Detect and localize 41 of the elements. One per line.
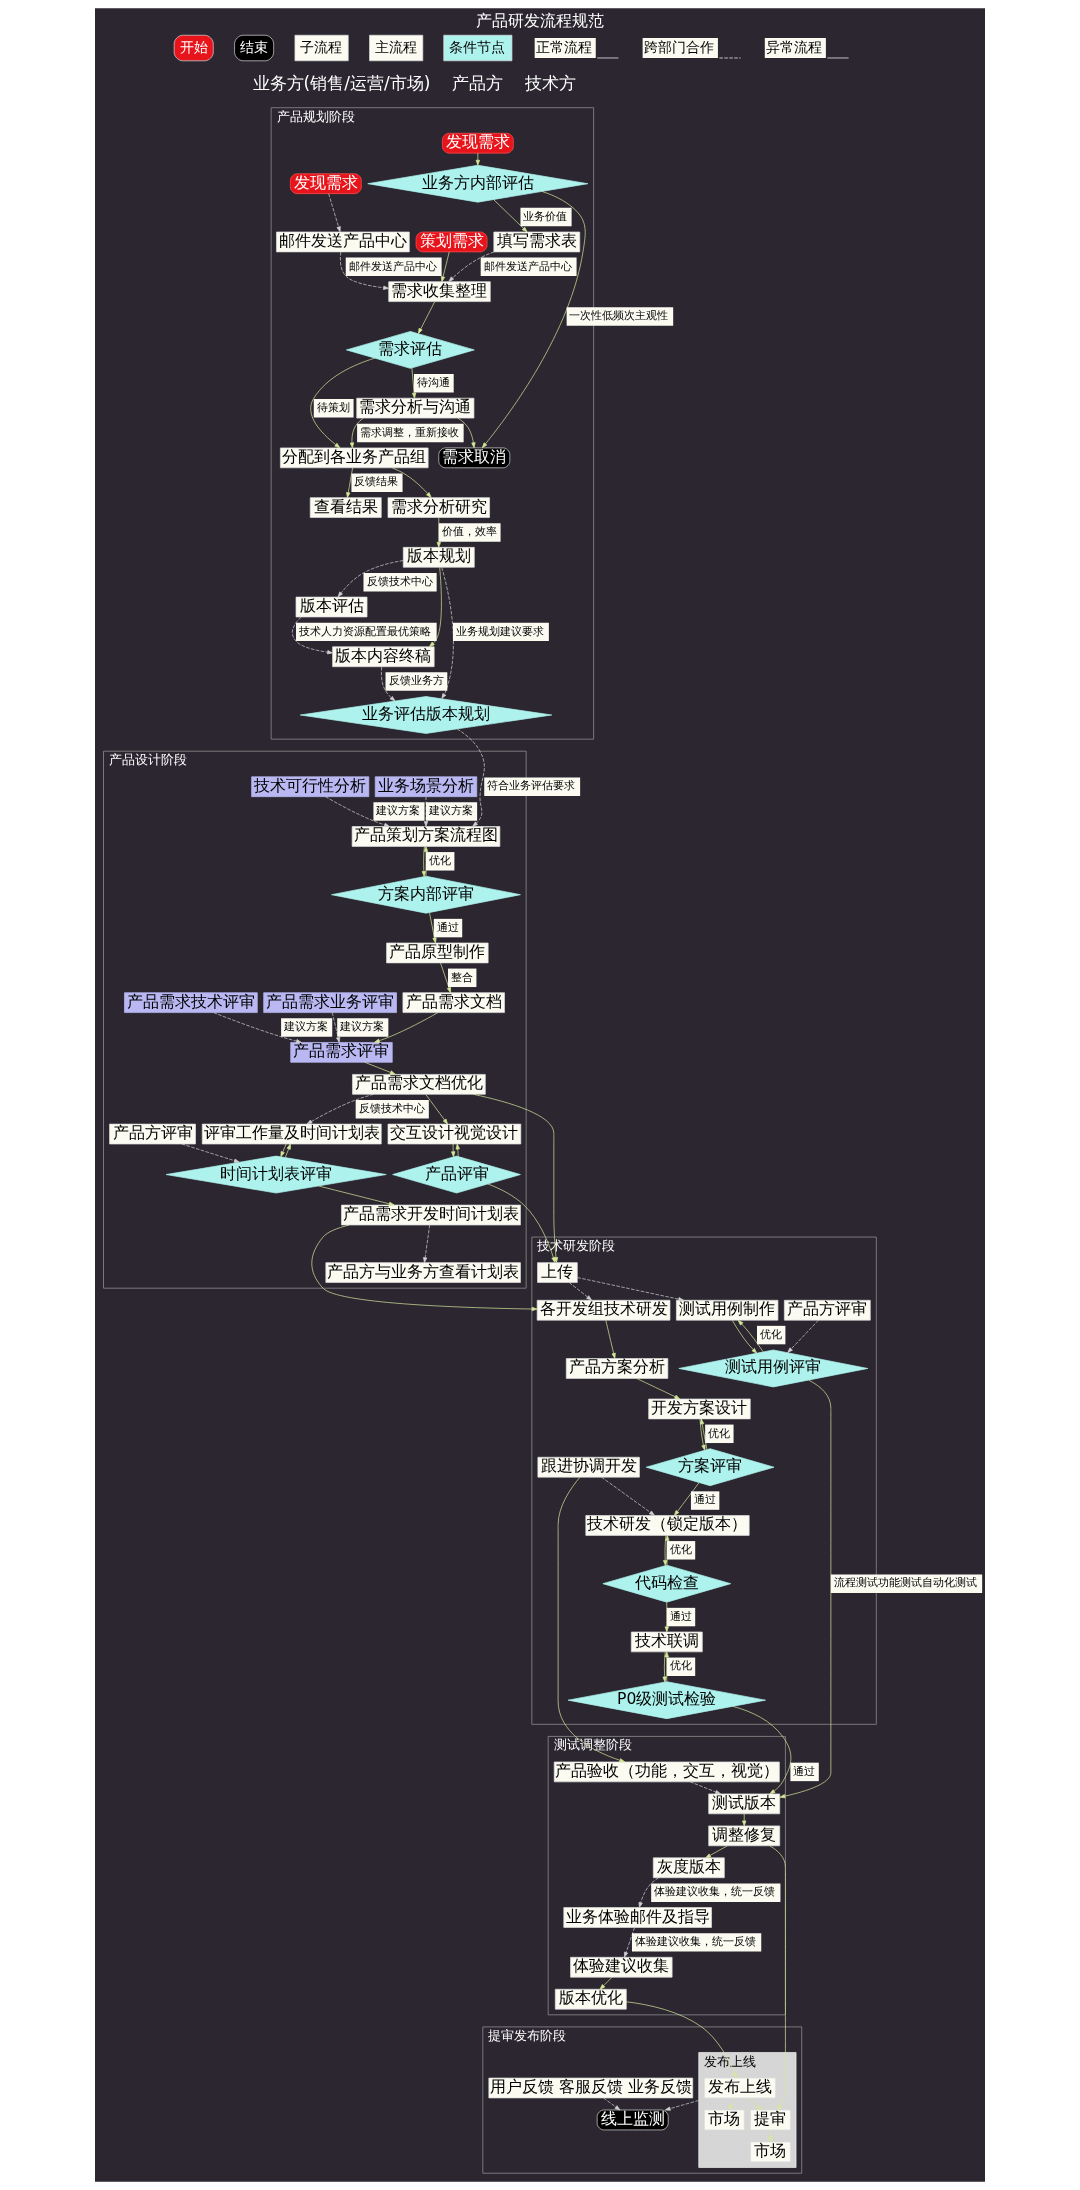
legend-label: 主流程 <box>374 38 417 55</box>
edge-label: 整合 <box>450 969 473 984</box>
edge-label: 建议方案 <box>376 803 421 818</box>
edge-label: 优化 <box>669 1658 692 1673</box>
edge-label: 通过 <box>436 919 459 934</box>
label: 业务方(销售/运营/市场) <box>252 73 431 94</box>
edge-label: 反馈技术中心 <box>358 1100 425 1115</box>
diagram-title: 产品研发流程规范 <box>476 12 604 31</box>
edge-label: 反馈业务方 <box>388 673 444 688</box>
legend-label: 异常流程 <box>766 38 823 55</box>
edge-label: 优化 <box>759 1326 782 1341</box>
edge-label: 建议方案 <box>340 1019 385 1034</box>
edge-label: 优化 <box>707 1425 730 1440</box>
legend-label: 条件节点 <box>448 38 505 55</box>
legend-label: 正常流程 <box>536 38 593 55</box>
edge-label: 体验建议收集，统一反馈 <box>654 1884 775 1899</box>
edge-label: 体验建议收集，统一反馈 <box>634 1934 756 1949</box>
edge-label: 通过 <box>793 1763 816 1778</box>
legend-label: 子流程 <box>300 38 343 55</box>
edge-label: 建议方案 <box>428 803 473 818</box>
edge-label: 邮件发送产品中心 <box>348 258 437 273</box>
edge-label: 反馈技术中心 <box>366 573 433 588</box>
legend-label: 开始 <box>179 38 208 55</box>
legend-label: 结束 <box>239 38 268 55</box>
edge-label: 需求调整，重新接收 <box>359 424 459 439</box>
edge-label: 业务价值 <box>523 208 568 223</box>
edge-label: 通过 <box>669 1608 692 1623</box>
legend-label: 跨部门合作 <box>644 38 715 55</box>
edge-label: 邮件发送产品中心 <box>483 258 572 273</box>
edge-label: 待策划 <box>316 399 350 414</box>
edge-label: 反馈结果 <box>354 474 399 489</box>
edge-label: 优化 <box>669 1542 692 1556</box>
edge-label: 价值，效率 <box>441 524 497 539</box>
edge-label: 优化 <box>428 853 451 868</box>
edge-label: 通过 <box>693 1492 716 1507</box>
edge-label: 待沟通 <box>416 374 450 389</box>
label: 产品方 <box>452 73 504 94</box>
edge-label: 建议方案 <box>283 1019 328 1034</box>
label: 技术方 <box>525 73 577 94</box>
edge-label: 业务规划建议要求 <box>456 623 545 638</box>
edge-label: 技术人力资源配置最优策略 <box>298 623 431 638</box>
